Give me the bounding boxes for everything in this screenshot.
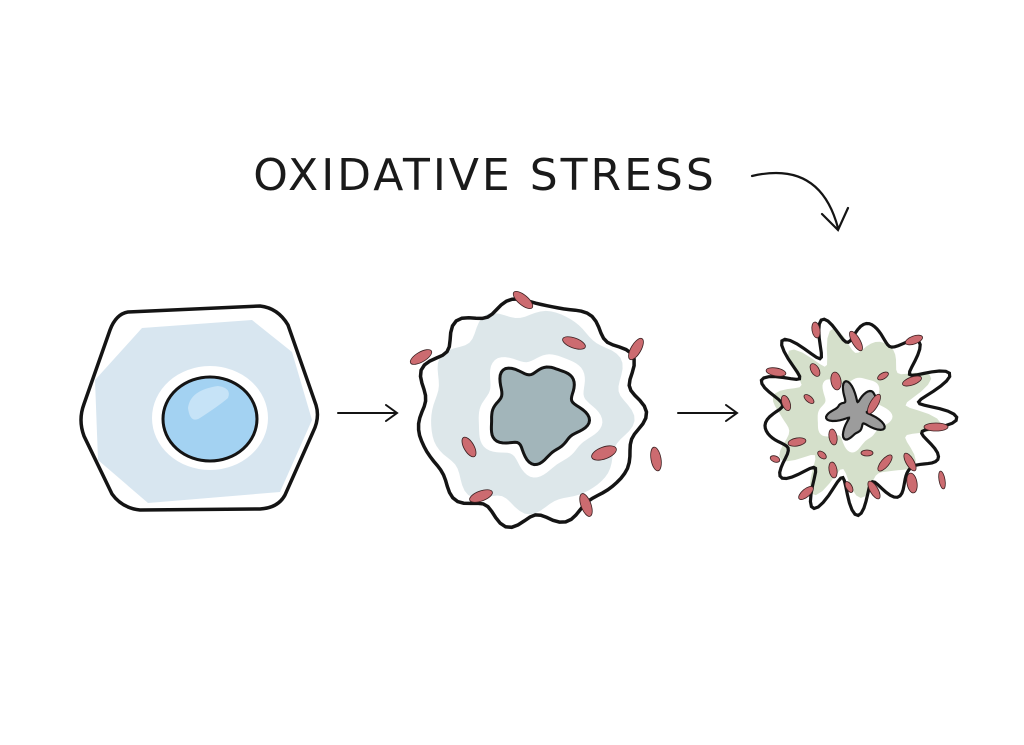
free-radical xyxy=(765,367,787,377)
free-radical xyxy=(867,393,881,415)
free-radical xyxy=(828,428,838,446)
free-radical xyxy=(817,450,827,460)
free-radical xyxy=(798,486,814,500)
free-radical xyxy=(849,330,863,352)
free-radical xyxy=(828,461,838,479)
free-radical xyxy=(811,321,821,339)
free-radical xyxy=(769,455,781,463)
free-radical xyxy=(469,489,493,503)
free-radical xyxy=(628,337,644,361)
free-radical xyxy=(923,422,949,432)
free-radical xyxy=(461,436,477,458)
free-radical xyxy=(867,480,881,500)
free-radical xyxy=(903,452,917,472)
arrow-1 xyxy=(337,404,399,422)
free-radical xyxy=(803,394,815,404)
free-radical xyxy=(877,454,893,472)
free-radical xyxy=(877,371,889,381)
free-radical xyxy=(562,336,586,350)
curved-arrow xyxy=(750,171,850,232)
free-radical xyxy=(905,334,923,346)
healthy-nucleus xyxy=(161,375,259,463)
free-radical xyxy=(579,493,593,517)
free-radical xyxy=(902,375,922,387)
free-radical xyxy=(906,472,918,494)
damaged-cell-membrane xyxy=(759,317,959,518)
free-radical xyxy=(780,394,792,412)
free-radical xyxy=(512,290,534,310)
free-radical xyxy=(591,445,617,461)
stressed-cell xyxy=(416,297,649,530)
free-radical xyxy=(938,470,946,490)
free-radical xyxy=(844,481,854,493)
free-radical xyxy=(860,449,874,457)
free-radical xyxy=(787,437,807,447)
stressed-nucleus xyxy=(489,365,592,467)
free-radical xyxy=(650,446,662,472)
free-radical xyxy=(830,371,842,391)
healthy-cell xyxy=(79,304,320,512)
free-radical xyxy=(809,363,821,377)
damaged-nucleus xyxy=(824,380,886,441)
diagram-title: OXIDATIVE STRESS xyxy=(253,150,717,201)
arrow-2 xyxy=(677,404,739,422)
nucleus-highlight xyxy=(188,386,229,420)
healthy-cell-membrane xyxy=(79,304,320,512)
free-radicals xyxy=(409,290,949,517)
free-radical xyxy=(409,349,433,365)
